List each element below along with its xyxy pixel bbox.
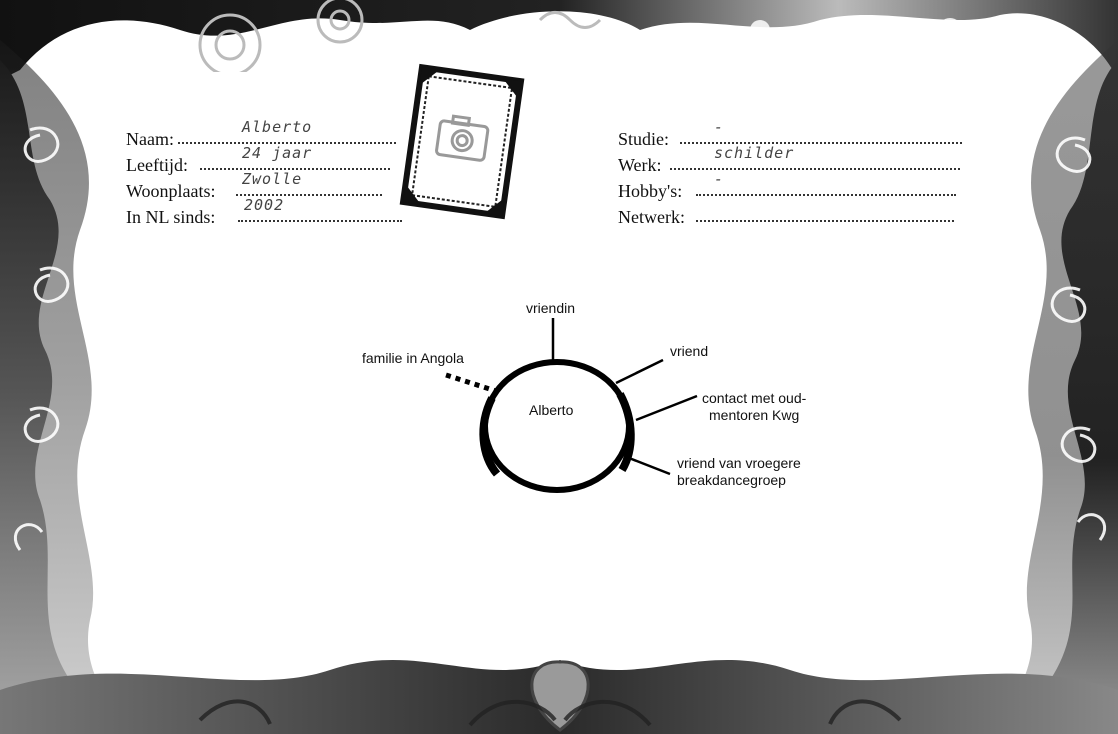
connector-familie-angola [445, 372, 500, 395]
network-center-label: Alberto [529, 402, 574, 418]
connector-vriend [615, 358, 664, 385]
connector-oud-mentoren [635, 394, 698, 422]
field-werk: Werk: schilder [618, 144, 962, 176]
field-studie: Studie: - [618, 118, 964, 150]
field-leeftijd: Leeftijd: 24 jaar [126, 144, 392, 176]
node-label-oud-mentoren: contact met oud- mentoren Kwg [702, 390, 807, 423]
field-in-nl-sinds: In NL sinds: 2002 [126, 196, 404, 228]
field-hobbys: Hobby's: - [618, 170, 958, 202]
network-center-circle [479, 359, 635, 493]
field-studie-value: - [714, 118, 725, 136]
field-netwerk: Netwerk: [618, 206, 956, 228]
field-in-nl-sinds-value: 2002 [244, 196, 285, 214]
field-naam: Naam: Alberto [126, 118, 398, 150]
field-woonplaats-value: Zwolle [242, 170, 303, 188]
field-werk-value: schilder [714, 144, 795, 162]
field-woonplaats: Woonplaats: Zwolle [126, 170, 384, 202]
node-label-familie-angola: familie in Angola [362, 350, 464, 366]
node-label-breakdancegroep: vriend van vroegere breakdancegroep [677, 455, 801, 488]
field-leeftijd-value: 24 jaar [242, 144, 313, 162]
connector-breakdancegroep [628, 456, 671, 476]
camera-icon [435, 114, 490, 162]
node-label-vriend: vriend [670, 343, 709, 359]
node-label-vriendin: vriendin [526, 300, 576, 316]
field-hobbys-value: - [714, 170, 725, 188]
photo-frame-icon [399, 63, 525, 220]
field-naam-value: Alberto [242, 118, 313, 136]
